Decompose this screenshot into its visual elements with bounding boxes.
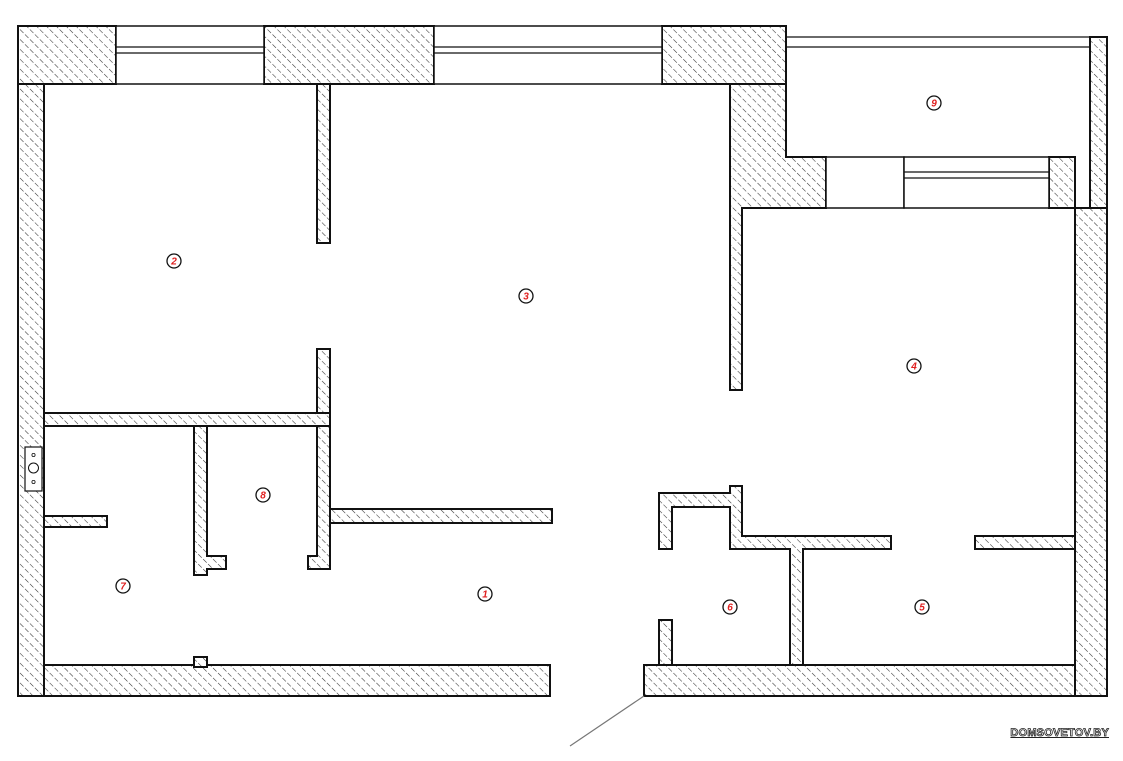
outer-walls — [17, 25, 1108, 697]
room-6-label: 6 — [727, 603, 733, 614]
room-3-marker: 3 — [518, 288, 534, 304]
wall-top-pier-2 — [661, 25, 787, 85]
wall-room-5-top — [974, 535, 1076, 550]
window-3 — [903, 156, 1050, 209]
room-2-marker: 2 — [166, 253, 182, 269]
wall-top-left — [17, 25, 117, 85]
room-7-marker: 7 — [115, 578, 131, 594]
wall-8-1 — [307, 425, 331, 570]
window-2 — [433, 25, 663, 85]
electrical-panel-icon — [24, 446, 43, 492]
room-9-label: 9 — [931, 99, 937, 110]
room-1-label: 1 — [482, 590, 488, 601]
windows — [115, 25, 1090, 209]
wall-balcony-pier-right — [1048, 156, 1076, 209]
watermark: DOMSOVETOV.BY — [1010, 727, 1109, 740]
room-2-label: 2 — [170, 257, 177, 268]
room-4-label: 4 — [910, 362, 917, 373]
wall-room-6-top — [658, 485, 892, 666]
wall-room-2-bottom — [43, 412, 331, 427]
wall-balcony-corner — [729, 83, 827, 391]
wall-left — [17, 83, 45, 697]
room-5-label: 5 — [919, 603, 925, 614]
room-8-label: 8 — [260, 491, 266, 502]
wall-bottom-right — [643, 664, 1076, 697]
wall-room-7-stub — [43, 515, 108, 528]
room-4-marker: 4 — [906, 358, 922, 374]
wall-corridor — [329, 508, 553, 524]
wall-2-3-upper — [316, 83, 331, 244]
room-8-marker: 8 — [255, 487, 271, 503]
room-5-marker: 5 — [914, 599, 930, 615]
wall-7-8 — [193, 425, 227, 576]
room-1-marker: 1 — [477, 586, 493, 602]
leader-line — [569, 695, 645, 747]
room-6-marker: 6 — [722, 599, 738, 615]
wall-2-3-lower — [316, 348, 331, 414]
wall-room-6-left — [658, 619, 673, 666]
window-1 — [115, 25, 265, 85]
room-3-label: 3 — [523, 292, 529, 303]
wall-balcony-right-post — [1089, 36, 1108, 209]
wall-top-pier-1 — [263, 25, 435, 85]
wall-bottom-left — [43, 664, 551, 697]
wall-bottom-bump — [193, 656, 208, 668]
interior-walls — [43, 83, 1076, 668]
wall-right — [1074, 207, 1108, 697]
balcony-door — [825, 156, 905, 209]
room-7-label: 7 — [120, 582, 126, 593]
room-9-marker: 9 — [926, 95, 942, 111]
